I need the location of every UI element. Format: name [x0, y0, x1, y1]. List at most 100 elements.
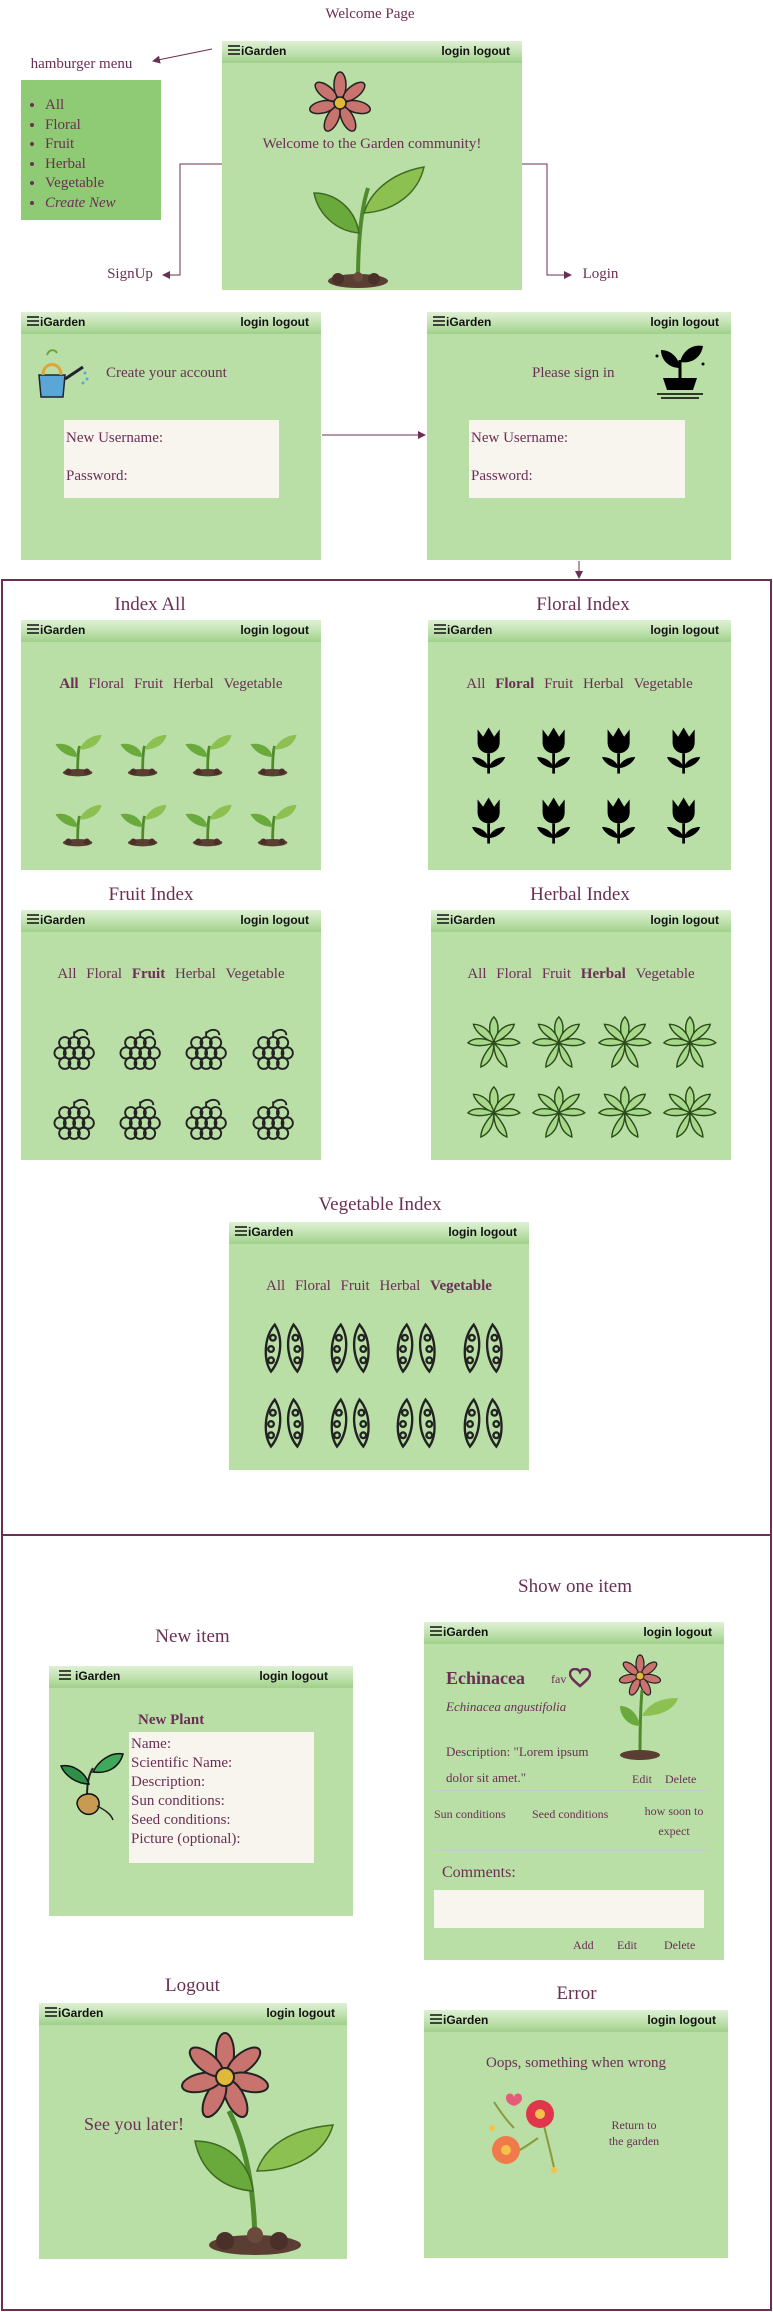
- comment-input[interactable]: [434, 1890, 704, 1928]
- brand-logo[interactable]: iGarden: [248, 1225, 294, 1239]
- tab-all[interactable]: All: [467, 966, 487, 982]
- brand-logo[interactable]: iGarden: [75, 1669, 121, 1683]
- grapes-plant-icon[interactable]: [112, 1022, 168, 1078]
- comment-edit-button[interactable]: Edit: [617, 1938, 637, 1952]
- grapes-plant-icon[interactable]: [112, 1092, 168, 1148]
- tab-all[interactable]: All: [57, 966, 77, 982]
- login-logout-link[interactable]: login logout: [650, 623, 719, 637]
- login-logout-link[interactable]: login logout: [650, 913, 719, 927]
- herb-plant-icon[interactable]: [531, 1015, 587, 1071]
- name-field[interactable]: Name:: [131, 1736, 171, 1752]
- tab-fruit[interactable]: Fruit: [133, 676, 164, 692]
- how-soon-line-2[interactable]: expect: [658, 1824, 690, 1838]
- brand-logo[interactable]: iGarden: [450, 913, 496, 927]
- sprout-plant-icon[interactable]: [50, 722, 105, 777]
- hamburger-icon[interactable]: [45, 2006, 57, 2018]
- brand-logo[interactable]: iGarden: [447, 623, 493, 637]
- hamburger-icon[interactable]: [228, 44, 240, 56]
- tab-herbal[interactable]: Herbal: [583, 676, 624, 692]
- password-field[interactable]: Password:: [471, 468, 533, 484]
- seed-conditions-field[interactable]: Seed conditions:: [131, 1812, 231, 1828]
- tab-vegetable[interactable]: Vegetable: [430, 1278, 492, 1294]
- sun-conditions-link[interactable]: Sun conditions: [434, 1807, 506, 1821]
- brand-logo[interactable]: iGarden: [40, 315, 86, 329]
- tab-fruit[interactable]: Fruit: [541, 966, 572, 982]
- sprout-plant-icon[interactable]: [115, 792, 170, 847]
- tab-fruit[interactable]: Fruit: [544, 676, 574, 692]
- tab-vegetable[interactable]: Vegetable: [225, 966, 285, 982]
- brand-logo[interactable]: iGarden: [40, 913, 86, 927]
- tulip-plant-icon[interactable]: [591, 722, 646, 777]
- hamburger-icon[interactable]: [433, 315, 445, 327]
- tab-all[interactable]: All: [59, 676, 79, 692]
- hamburger-icon[interactable]: [235, 1225, 247, 1237]
- login-logout-link[interactable]: login logout: [240, 913, 309, 927]
- menu-item-herbal[interactable]: Herbal: [45, 155, 116, 175]
- login-logout-link[interactable]: login logout: [647, 2013, 716, 2027]
- tab-floral[interactable]: Floral: [496, 966, 533, 982]
- tab-floral[interactable]: Floral: [294, 1278, 331, 1294]
- hamburger-icon[interactable]: [27, 913, 39, 925]
- heart-icon[interactable]: [569, 1668, 591, 1688]
- tab-floral[interactable]: Floral: [88, 676, 125, 692]
- login-logout-link[interactable]: login logout: [643, 1625, 712, 1639]
- brand-logo[interactable]: iGarden: [443, 1625, 489, 1639]
- peapod-plant-icon[interactable]: [322, 1394, 378, 1450]
- peapod-plant-icon[interactable]: [322, 1319, 378, 1375]
- login-logout-link[interactable]: login logout: [448, 1225, 517, 1239]
- peapod-plant-icon[interactable]: [388, 1394, 444, 1450]
- tab-floral[interactable]: Floral: [495, 676, 535, 692]
- grapes-plant-icon[interactable]: [178, 1092, 234, 1148]
- tab-herbal[interactable]: Herbal: [379, 1278, 421, 1294]
- menu-item-create-new[interactable]: Create New: [45, 194, 116, 214]
- menu-item-all[interactable]: All: [45, 96, 116, 116]
- sprout-plant-icon[interactable]: [245, 722, 300, 777]
- tulip-plant-icon[interactable]: [656, 722, 711, 777]
- menu-item-fruit[interactable]: Fruit: [45, 135, 116, 155]
- username-field[interactable]: New Username:: [471, 430, 569, 446]
- herb-plant-icon[interactable]: [662, 1085, 718, 1141]
- hamburger-icon[interactable]: [430, 1625, 442, 1637]
- tab-fruit[interactable]: Fruit: [340, 1278, 370, 1294]
- tulip-plant-icon[interactable]: [461, 722, 516, 777]
- comment-delete-button[interactable]: Delete: [664, 1938, 696, 1952]
- hamburger-icon[interactable]: [27, 623, 39, 635]
- item-delete-link[interactable]: Delete: [665, 1772, 697, 1786]
- tulip-plant-icon[interactable]: [526, 722, 581, 777]
- tulip-plant-icon[interactable]: [526, 792, 581, 847]
- grapes-plant-icon[interactable]: [178, 1022, 234, 1078]
- tab-vegetable[interactable]: Vegetable: [633, 676, 693, 692]
- sprout-plant-icon[interactable]: [180, 722, 235, 777]
- herb-plant-icon[interactable]: [597, 1015, 653, 1071]
- tab-vegetable[interactable]: Vegetable: [223, 676, 283, 692]
- sprout-plant-icon[interactable]: [50, 792, 105, 847]
- tulip-plant-icon[interactable]: [461, 792, 516, 847]
- tab-fruit[interactable]: Fruit: [131, 966, 166, 982]
- sprout-plant-icon[interactable]: [115, 722, 170, 777]
- herb-plant-icon[interactable]: [466, 1015, 522, 1071]
- grapes-plant-icon[interactable]: [245, 1092, 301, 1148]
- hamburger-icon[interactable]: [59, 1669, 71, 1681]
- item-edit-link[interactable]: Edit: [632, 1772, 652, 1786]
- hamburger-icon[interactable]: [434, 623, 446, 635]
- tab-vegetable[interactable]: Vegetable: [635, 966, 695, 982]
- brand-logo[interactable]: iGarden: [443, 2013, 489, 2027]
- herb-plant-icon[interactable]: [466, 1085, 522, 1141]
- login-logout-link[interactable]: login logout: [441, 44, 510, 58]
- tab-all[interactable]: All: [466, 676, 486, 692]
- grapes-plant-icon[interactable]: [245, 1022, 301, 1078]
- menu-item-vegetable[interactable]: Vegetable: [45, 174, 116, 194]
- sprout-plant-icon[interactable]: [180, 792, 235, 847]
- comment-add-button[interactable]: Add: [573, 1938, 594, 1952]
- peapod-plant-icon[interactable]: [388, 1319, 444, 1375]
- brand-logo[interactable]: iGarden: [58, 2006, 104, 2020]
- how-soon-line-1[interactable]: how soon to: [644, 1804, 704, 1818]
- login-logout-link[interactable]: login logout: [240, 315, 309, 329]
- peapod-plant-icon[interactable]: [256, 1394, 312, 1450]
- hamburger-icon[interactable]: [437, 913, 449, 925]
- brand-logo[interactable]: iGarden: [40, 623, 86, 637]
- peapod-plant-icon[interactable]: [455, 1319, 511, 1375]
- scientific-name-field[interactable]: Scientific Name:: [131, 1755, 233, 1771]
- login-logout-link[interactable]: login logout: [266, 2006, 335, 2020]
- hamburger-icon[interactable]: [27, 315, 39, 327]
